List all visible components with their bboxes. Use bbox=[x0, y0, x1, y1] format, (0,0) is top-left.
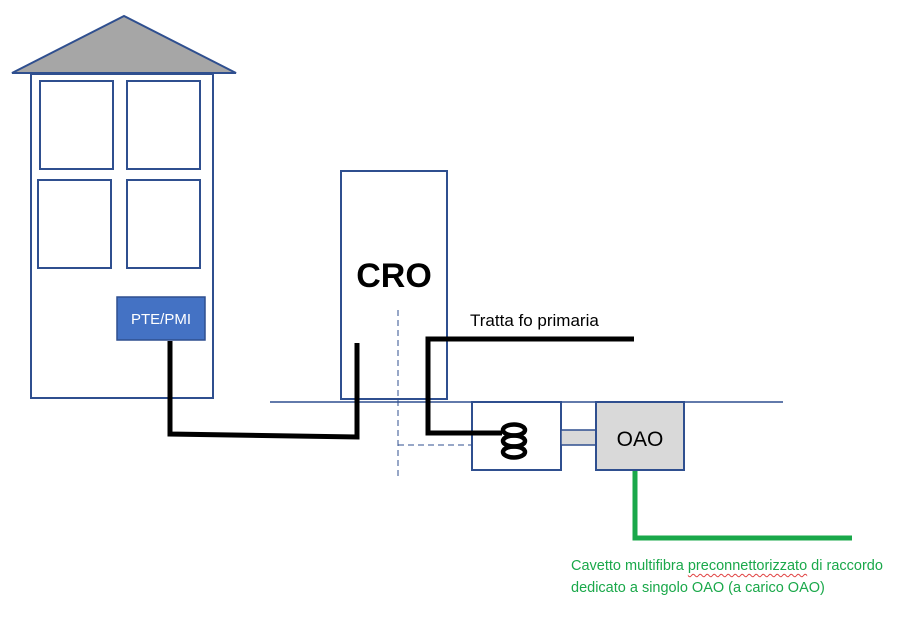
note-spellcheck-word: preconnettorizzato bbox=[687, 558, 808, 574]
note-part1: Cavetto multifibra bbox=[571, 558, 688, 574]
connector bbox=[560, 429, 597, 446]
drop-cable bbox=[167, 341, 360, 440]
cro-label: CRO bbox=[356, 257, 432, 295]
pte-pmi-label: PTE/PMI bbox=[131, 311, 191, 328]
green-cable bbox=[632, 471, 852, 541]
building-window bbox=[126, 80, 201, 170]
building-window bbox=[39, 80, 114, 170]
primary-fiber-cable bbox=[425, 336, 634, 436]
oao-box bbox=[595, 401, 685, 471]
building-roof bbox=[11, 14, 237, 74]
building-window bbox=[126, 179, 201, 269]
building-window bbox=[37, 179, 112, 269]
green-cable-description: Cavetto multifibra preconnettorizzato di… bbox=[571, 555, 916, 599]
pte-pmi-box bbox=[116, 296, 206, 341]
oao-label: OAO bbox=[617, 428, 664, 451]
primary-route-label: Tratta fo primaria bbox=[470, 311, 599, 330]
note-part3: di raccordo dedicato a singolo OAO (a ca… bbox=[571, 558, 883, 596]
fiber-coil-icon bbox=[500, 422, 528, 460]
